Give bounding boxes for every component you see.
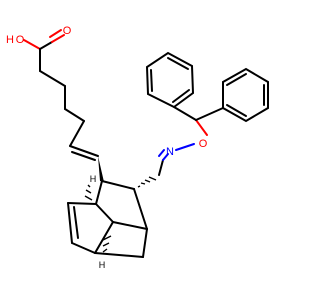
bond-n-o — [175, 143, 195, 151]
bond-core-9 — [142, 228, 148, 258]
heptenoic-acid-chain — [23, 29, 99, 161]
carbonyl-oxygen: O — [63, 25, 72, 37]
bond-cis-alkene-1 — [69, 145, 99, 157]
bond-core-2 — [101, 180, 135, 190]
bond-alkene-ring — [73, 206, 79, 239]
imine-nitrogen: N — [166, 146, 174, 158]
bond-core-10 — [133, 188, 148, 230]
stereo-h-bottom: H — [99, 260, 106, 270]
hash-bond-oxime — [137, 176, 157, 188]
oxime-ether-group: N O — [137, 119, 208, 188]
benzhydryl-group — [145, 51, 269, 123]
hash-bond-bottom — [102, 235, 112, 253]
bond-carbonyl-2 — [49, 29, 62, 38]
bond-core-4 — [67, 202, 73, 244]
hash-bond-top — [84, 184, 93, 201]
bond-imine-c — [158, 159, 164, 176]
bond-imine-double-1 — [162, 153, 169, 161]
carboxylic-acid-labels: O H O — [6, 25, 72, 46]
phenyl-ring-left — [145, 51, 195, 109]
wedge-bond-chain — [98, 156, 104, 182]
bond-o-ch — [195, 119, 208, 136]
bond-ch-phenyl-right — [195, 107, 224, 121]
bond-core-6 — [94, 221, 114, 254]
bond-core-8 — [94, 252, 144, 258]
bond-core-11 — [112, 221, 148, 230]
bond-core-3 — [67, 202, 97, 205]
stereo-h-top: H — [90, 174, 97, 184]
bond-chain-5 — [69, 120, 85, 147]
bond-core-1 — [95, 180, 103, 205]
bond-imine-double-2 — [158, 149, 165, 157]
bond-chain-4 — [64, 108, 85, 122]
bond-carboxyl-c — [39, 41, 53, 50]
hydroxyl-hydrogen: H — [6, 34, 14, 46]
phenyl-ring-right — [222, 67, 269, 123]
bond-carbonyl-1 — [51, 34, 65, 43]
molecule-structure: H H N O O — [6, 25, 269, 270]
bond-chain-2 — [39, 70, 66, 87]
ether-oxygen: O — [199, 138, 208, 150]
hydroxyl-oxygen: O — [16, 34, 25, 46]
bicyclooctene-core: H H — [67, 156, 148, 270]
bond-core-7 — [95, 203, 114, 223]
bond-core-5 — [71, 242, 96, 254]
bond-ch-phenyl-left — [173, 106, 197, 121]
bond-cis-alkene-2 — [71, 151, 96, 161]
bond-oh — [23, 39, 41, 50]
